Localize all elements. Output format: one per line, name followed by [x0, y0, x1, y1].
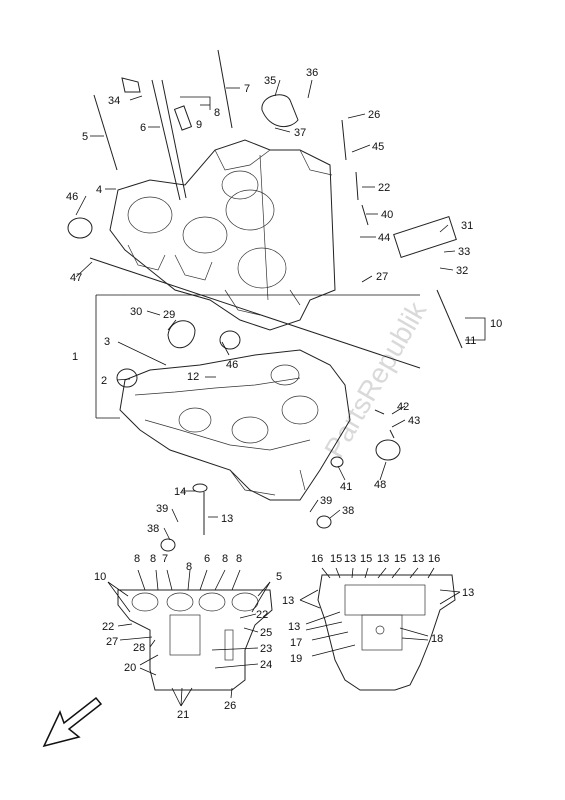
callout-17: 17 — [290, 637, 302, 649]
leader-lines — [75, 79, 456, 541]
callout-6: 6 — [140, 122, 146, 134]
callout-38-right: 38 — [342, 505, 354, 517]
callout-37: 37 — [294, 127, 306, 139]
callout-39-right: 39 — [320, 495, 332, 507]
callout-13-f: 13 — [288, 621, 300, 633]
callout-23: 23 — [260, 643, 272, 655]
callout-8-d: 8 — [222, 553, 228, 565]
callout-44: 44 — [378, 232, 390, 244]
callout-43: 43 — [408, 415, 420, 427]
callout-8: 8 — [214, 107, 220, 119]
callout-34: 34 — [108, 95, 120, 107]
bracket-lines — [95, 96, 486, 419]
callout-1: 1 — [72, 351, 78, 363]
callout-41: 41 — [340, 481, 352, 493]
callout-22-c: 22 — [256, 609, 268, 621]
callout-7-b: 7 — [162, 553, 168, 565]
callout-8-b: 8 — [150, 553, 156, 565]
callout-36: 36 — [306, 67, 318, 79]
callout-28: 28 — [133, 642, 145, 654]
watermark: PartsRepublik — [318, 296, 432, 463]
callout-9: 9 — [196, 119, 202, 131]
callout-25: 25 — [260, 627, 272, 639]
callout-38: 38 — [147, 523, 159, 535]
callout-labels: 1 2 3 4 5 6 7 8 9 10 11 12 13 14 22 26 2… — [66, 67, 502, 721]
callout-6-b: 6 — [204, 553, 210, 565]
callout-46-upper: 46 — [66, 191, 78, 203]
callout-30: 30 — [130, 306, 142, 318]
callout-5-b: 5 — [276, 571, 282, 583]
callout-32: 32 — [456, 265, 468, 277]
callout-39: 39 — [156, 503, 168, 515]
callout-18: 18 — [431, 633, 443, 645]
callout-45: 45 — [372, 141, 384, 153]
callout-26-b: 26 — [224, 700, 236, 712]
callout-33: 33 — [458, 246, 470, 258]
bolt-pattern-right — [299, 567, 461, 691]
callout-13-e: 13 — [462, 587, 474, 599]
callout-15-b: 15 — [360, 553, 372, 565]
callout-8-e: 8 — [236, 553, 242, 565]
small-parts — [67, 49, 463, 552]
callout-13-b: 13 — [377, 553, 389, 565]
callout-26: 26 — [368, 109, 380, 121]
callout-4: 4 — [96, 184, 102, 196]
callout-14: 14 — [174, 486, 186, 498]
callout-16-b: 16 — [428, 553, 440, 565]
callout-10-b: 10 — [94, 571, 106, 583]
callout-40: 40 — [381, 209, 393, 221]
callout-15-c: 15 — [394, 553, 406, 565]
callout-11: 11 — [465, 335, 476, 347]
lower-crankcase — [119, 349, 351, 501]
callout-27-b: 27 — [106, 636, 118, 648]
callout-22-b: 22 — [102, 621, 114, 633]
callout-12: 12 — [187, 371, 199, 383]
callout-8-a: 8 — [134, 553, 140, 565]
callout-24: 24 — [260, 659, 272, 671]
callout-13-d: 13 — [282, 595, 294, 607]
callout-21: 21 — [177, 709, 189, 721]
callout-27: 27 — [376, 271, 388, 283]
callout-48: 48 — [374, 479, 386, 491]
callout-35: 35 — [264, 75, 276, 87]
callout-15-a: 15 — [330, 553, 342, 565]
callout-3: 3 — [104, 336, 110, 348]
callout-19: 19 — [290, 653, 302, 665]
callout-5: 5 — [82, 131, 88, 143]
callout-13-a: 13 — [344, 553, 356, 565]
bolt-pattern-left — [107, 569, 273, 707]
callout-13: 13 — [221, 513, 233, 525]
callout-42: 42 — [397, 401, 409, 413]
callout-8-c: 8 — [186, 561, 192, 573]
callout-46-lower: 46 — [226, 359, 238, 371]
callout-20: 20 — [124, 662, 136, 674]
callout-16-a: 16 — [311, 553, 323, 565]
callout-47: 47 — [70, 272, 82, 284]
upper-crankcase — [109, 139, 336, 331]
callout-31: 31 — [461, 220, 473, 232]
callout-7: 7 — [244, 83, 250, 95]
callout-10: 10 — [490, 318, 502, 330]
callout-22: 22 — [378, 182, 390, 194]
front-direction-arrow-icon — [42, 696, 103, 748]
callout-13-c: 13 — [412, 553, 424, 565]
callout-2: 2 — [101, 375, 107, 387]
callout-29: 29 — [163, 309, 175, 321]
